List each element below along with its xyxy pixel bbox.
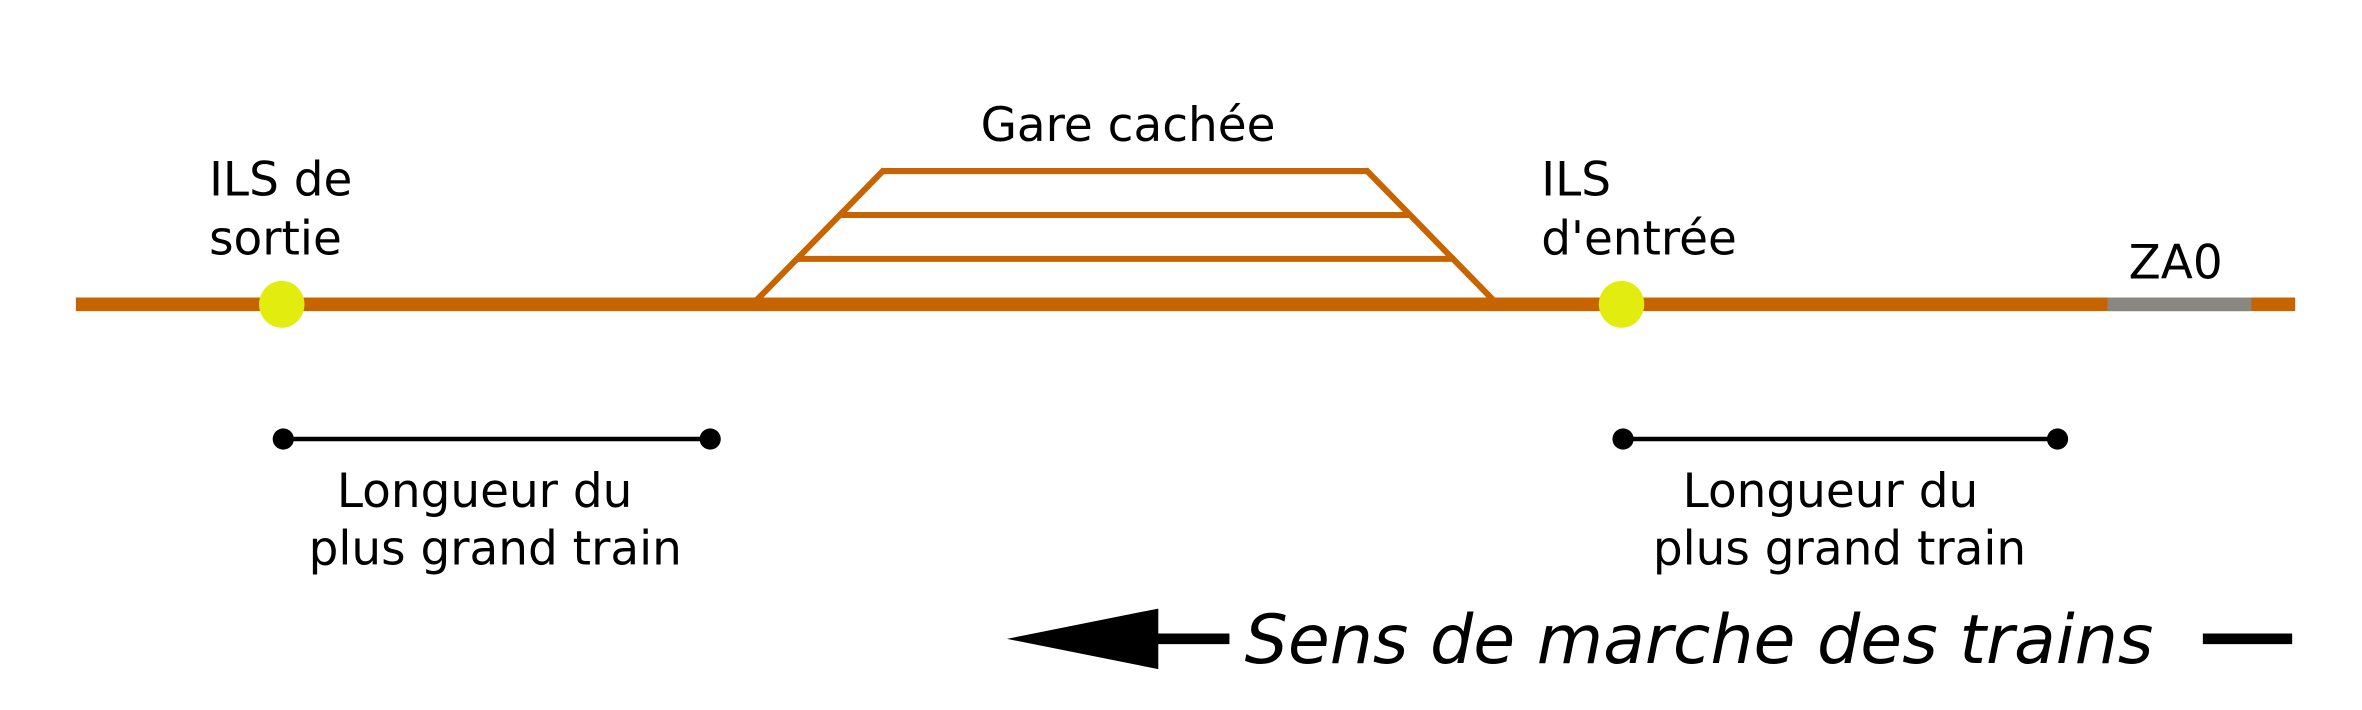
left-length-marker bbox=[272, 428, 721, 450]
right-length-label-1: Longueur du bbox=[1683, 464, 1979, 519]
station-label: Gare cachée bbox=[981, 98, 1276, 153]
direction-label: Sens de marche des trains bbox=[1245, 601, 2154, 680]
exit-ils-label-2: sortie bbox=[209, 211, 342, 266]
direction-arrow-icon bbox=[1006, 608, 2293, 670]
right-length-marker bbox=[1612, 428, 2069, 450]
exit-ils-sensor bbox=[259, 280, 305, 328]
za0-label: ZA0 bbox=[2129, 236, 2223, 291]
station-tracks bbox=[750, 167, 1500, 307]
left-length-label-1: Longueur du bbox=[337, 464, 633, 519]
exit-ils-label-1: ILS de bbox=[209, 152, 352, 207]
station-right-switch bbox=[1363, 167, 1500, 307]
entry-ils-label-2: d'entrée bbox=[1541, 211, 1737, 266]
left-length-label-2: plus grand train bbox=[309, 522, 682, 577]
station-left-switch bbox=[750, 167, 887, 307]
entry-ils-sensor bbox=[1598, 280, 1645, 328]
entry-ils-label-1: ILS bbox=[1541, 152, 1611, 207]
right-length-label-2: plus grand train bbox=[1653, 522, 2026, 577]
